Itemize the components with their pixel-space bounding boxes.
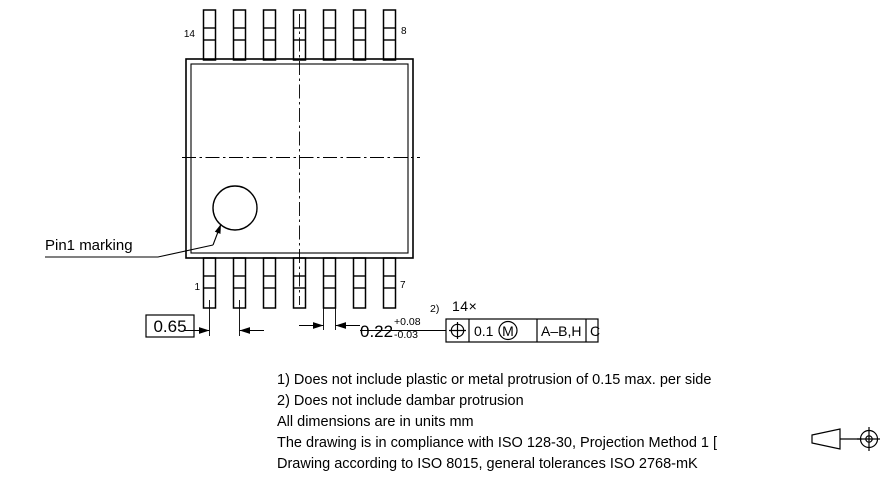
lead-width-footnote-ref: 2) [430,303,439,315]
fcf-quantity: 14× [452,298,477,314]
lead-width-tol-upper: +0.08 [394,316,421,328]
pin-label-8: 8 [401,26,407,37]
mmc-modifier-icon: M [498,320,518,341]
lead-top-3 [262,9,277,61]
pitch-dimension-box [145,314,195,338]
top-lead-group [202,9,397,61]
lead-top-5 [322,9,337,61]
notes-block: 1) Does not include plastic or metal pro… [277,372,880,472]
lead-top-1 [202,9,217,61]
note-line-4: The drawing is in compliance with ISO 12… [277,435,717,451]
lead-width-dimension: 0.22 +0.08 -0.03 2) [299,300,439,341]
lead-bottom-3 [262,257,277,309]
pin1-marking-circle [212,185,258,231]
lead-bottom-6 [352,257,367,309]
lead-width-value: 0.22 [360,322,393,341]
mmc-modifier-letter: M [502,323,514,339]
lead-top-7 [382,9,397,61]
note-line-1: 1) Does not include plastic or metal pro… [277,372,711,388]
lead-bottom-7 [382,257,397,309]
fcf-datum-primary: A–B,H [541,323,581,339]
pin1-marking-leader [45,223,222,258]
lead-top-6 [352,9,367,61]
lead-top-4 [292,9,307,61]
lead-top-2 [232,9,247,61]
pitch-dimension-value: 0.65 [153,317,186,336]
pitch-dimension: 0.65 [145,300,264,338]
lead-width-tol-lower: -0.03 [394,329,418,341]
fcf-datum-secondary: C [590,323,600,339]
note-line-2: 2) Does not include dambar protrusion [277,393,524,409]
feature-control-frame: 14× 0.1 M A–B,H C [360,298,600,343]
note-line-5: Drawing according to ISO 8015, general t… [277,456,698,472]
pin-label-7: 7 [400,280,406,291]
position-symbol-icon [449,322,466,339]
pin-label-14: 14 [184,29,196,40]
note-line-3: All dimensions are in units mm [277,414,474,430]
pin-label-1: 1 [194,282,200,293]
pin1-marking-label: Pin1 marking [45,237,133,254]
fcf-tolerance: 0.1 [474,323,494,339]
projection-method-1-icon [811,427,880,451]
lead-bottom-5 [322,257,337,309]
